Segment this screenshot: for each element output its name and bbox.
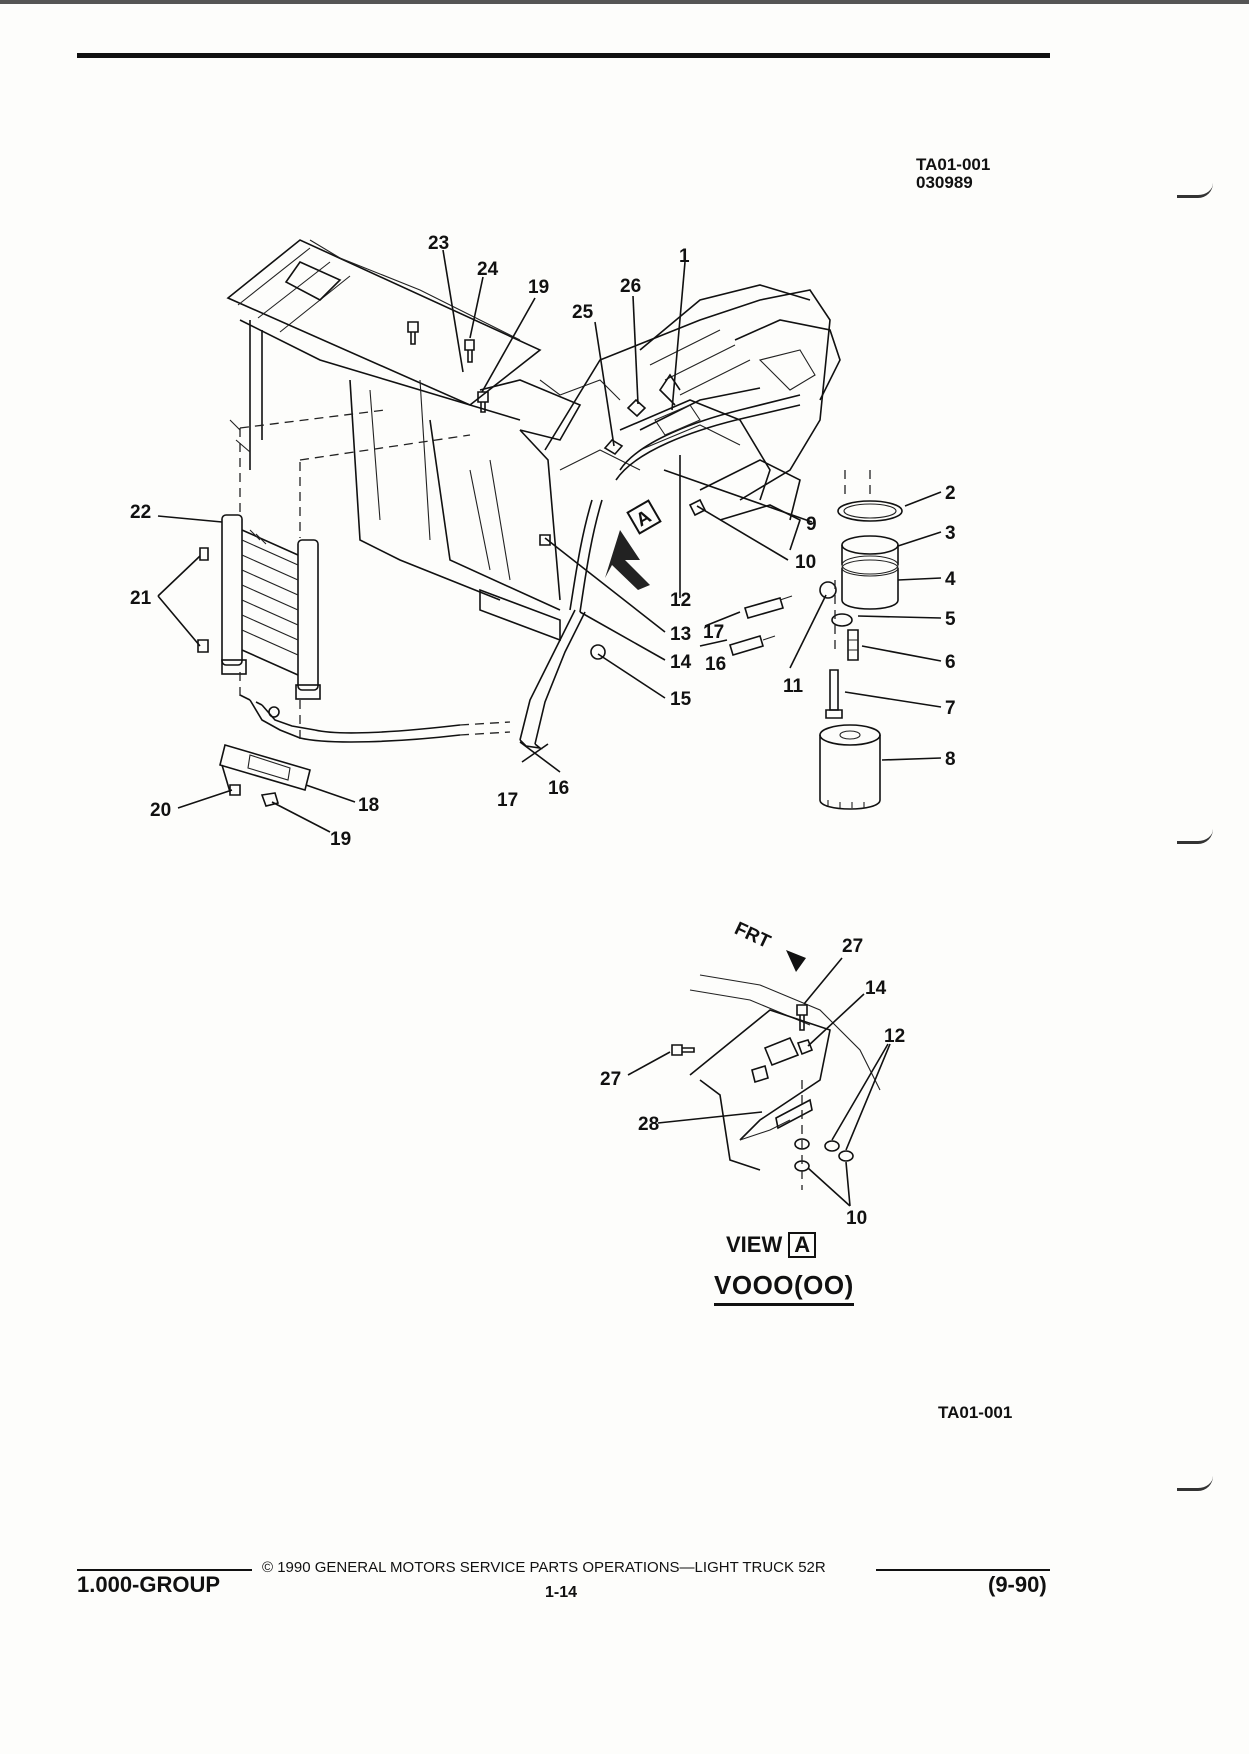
radiator-support-drawing <box>226 239 621 642</box>
leader-lines <box>157 249 942 833</box>
callout-6: 6 <box>945 652 956 673</box>
oil-filter-assembly-drawing <box>819 470 903 810</box>
callout-17-lower: 17 <box>497 790 518 811</box>
callout-16: 16 <box>705 654 726 675</box>
fittings-drawing <box>729 595 793 656</box>
callout-20: 20 <box>150 800 171 821</box>
header-rule <box>77 53 1050 58</box>
callout-14: 14 <box>670 652 692 673</box>
footer-rule-right <box>876 1569 1050 1571</box>
footer-rule-left <box>77 1569 252 1571</box>
scan-top-edge <box>0 0 1249 4</box>
callout-3: 3 <box>945 523 956 544</box>
callout-15: 15 <box>670 689 692 710</box>
bracket-drawing <box>219 743 311 793</box>
callout-numbers: 1 2 3 4 5 6 7 8 9 10 11 12 13 14 15 16 1… <box>130 233 956 850</box>
callout-11: 11 <box>783 676 804 697</box>
footer-group: 1.000-GROUP <box>77 1572 221 1597</box>
callout-25: 25 <box>572 302 594 323</box>
callout-2: 2 <box>945 483 956 504</box>
callout-9: 9 <box>806 514 817 535</box>
view-a-pointer: A <box>605 499 662 590</box>
binding-mark <box>1177 1476 1213 1491</box>
cooler-hoses-drawing <box>239 694 511 743</box>
footer-date: (9-90) <box>988 1572 1047 1597</box>
callout-19: 19 <box>528 277 549 298</box>
view-a-callout-10: 10 <box>846 1208 867 1229</box>
view-a-callout-27-left: 27 <box>600 1069 621 1090</box>
callout-5: 5 <box>945 609 956 630</box>
front-direction-mark: FRT <box>731 918 774 953</box>
callout-10: 10 <box>795 552 816 573</box>
callout-19-lower: 19 <box>330 829 351 850</box>
figure-code: TA01-001 <box>916 155 991 174</box>
callout-13: 13 <box>670 624 691 645</box>
frt-label: FRT <box>731 918 774 953</box>
callout-26: 26 <box>620 276 641 297</box>
callout-1: 1 <box>679 246 690 267</box>
callout-16-lower: 16 <box>548 778 569 799</box>
binding-mark <box>1177 829 1213 844</box>
view-a-drawing: FRT 27 14 12 27 28 10 <box>600 918 905 1229</box>
figure-code-block: TA01-001 030989 <box>916 156 990 192</box>
binding-mark <box>1177 183 1213 198</box>
view-title: VIEW <box>726 1232 783 1257</box>
callout-4: 4 <box>945 569 956 590</box>
view-a-callout-12: 12 <box>884 1026 905 1047</box>
callout-21: 21 <box>130 588 152 609</box>
footer-page-number: 1-14 <box>545 1584 578 1601</box>
view-code: VOOO(OO) <box>714 1270 854 1306</box>
callout-24: 24 <box>477 259 499 280</box>
figure-date-code: 030989 <box>916 173 973 192</box>
callout-23: 23 <box>428 233 449 254</box>
bolts-drawing <box>229 321 707 807</box>
view-letter-box: A <box>788 1232 817 1258</box>
callout-22: 22 <box>130 502 151 523</box>
view-a-callout-28: 28 <box>638 1114 659 1135</box>
callout-12: 12 <box>670 590 691 611</box>
cooler-lines-drawing <box>519 373 801 750</box>
figure-code-bottom: TA01-001 <box>938 1403 1013 1422</box>
oil-cooler-drawing <box>197 514 321 700</box>
view-a-callout-14: 14 <box>865 978 887 999</box>
footer-copyright: © 1990 GENERAL MOTORS SERVICE PARTS OPER… <box>262 1559 826 1576</box>
callout-7: 7 <box>945 698 956 719</box>
callout-17: 17 <box>703 622 724 643</box>
view-a-callout-27-top: 27 <box>842 936 863 957</box>
callout-18: 18 <box>358 795 379 816</box>
callout-8: 8 <box>945 749 956 770</box>
